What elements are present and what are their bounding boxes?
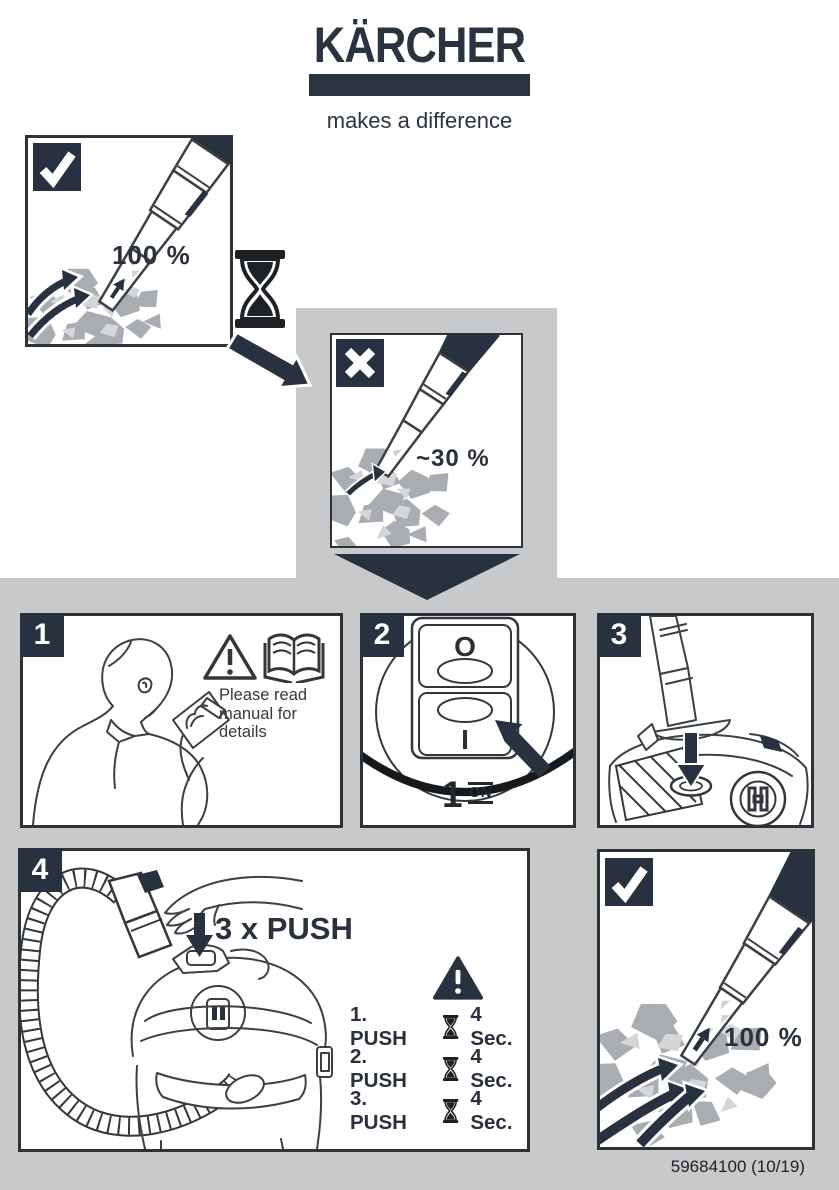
brand-tagline: makes a difference: [326, 108, 513, 133]
panel-step-1: 1 Please read manual for details: [20, 613, 343, 828]
push-sequence-list: 1. PUSH 4 Sec. 2. PUSH 4 Sec.: [350, 1003, 527, 1137]
push-duration-label: 4 Sec.: [470, 1045, 513, 1092]
step-number-badge: 2: [360, 613, 404, 657]
reading-person-illustration: [32, 638, 230, 825]
push-arrow-icon: [186, 913, 213, 957]
panel-full-suction-result: 100 %: [597, 849, 815, 1150]
suction-arrows: [600, 1054, 710, 1147]
check-icon: [605, 858, 653, 906]
brand-header: KÄRCHER makes a difference: [0, 17, 839, 133]
suction-arrows: [28, 266, 94, 341]
panel-step-2: O I 2 1 ON: [360, 613, 576, 828]
on-label: ON: [467, 782, 494, 804]
hand-illustration: [164, 875, 303, 935]
push-row: 3. PUSH 4 Sec.: [350, 1087, 527, 1134]
step-number-badge: 3: [597, 613, 641, 657]
switch-off-label: O: [454, 631, 476, 662]
push-duration-label: 4 Sec.: [470, 1003, 513, 1050]
hourglass-icon: [443, 1099, 459, 1123]
vacuum-push-illustration: [21, 867, 333, 1149]
push-step-label: 2. PUSH: [350, 1045, 407, 1092]
nozzle-illustration: [679, 852, 812, 1067]
hose-connector-illustration: [107, 870, 173, 959]
push-count-label: 3 x PUSH: [215, 911, 353, 946]
suction-value: 100 %: [724, 1022, 803, 1052]
push-duration-label: 4 Sec.: [470, 1087, 513, 1134]
panel-step-4: 4 3 x PUSH 1. PUSH 4 Sec. 2. PUSH: [18, 848, 530, 1152]
restored-suction-illustration: [600, 852, 812, 1147]
panel-step-3: 3: [597, 613, 814, 828]
press-arrow-icon: [674, 731, 708, 790]
suction-value: ~30 %: [416, 445, 490, 472]
manual-book-icon: [263, 633, 325, 683]
push-row: 2. PUSH 4 Sec.: [350, 1045, 527, 1092]
hourglass-icon: [443, 1015, 459, 1039]
suction-value: 100 %: [112, 240, 191, 270]
step-number-badge: 4: [18, 848, 62, 892]
arrow-down-right-icon: [224, 332, 313, 390]
nozzle-illustration: [374, 335, 500, 479]
panel-full-suction-before: 100 %: [25, 135, 233, 347]
manual-note: Please read manual for details: [219, 686, 308, 741]
karcher-logo-wordmark: KÄRCHER: [313, 17, 526, 73]
step-number-badge: 1: [20, 613, 64, 657]
push-step-label: 3. PUSH: [350, 1087, 407, 1134]
panel-reduced-suction: ~30 %: [330, 333, 523, 548]
vacuum-top-illustration: [608, 616, 809, 825]
power-switch-illustration: O I: [363, 616, 573, 802]
switch-on-caption: 1 ON: [442, 774, 494, 815]
debris-illustration: [28, 268, 161, 344]
nozzle-illustration: [97, 138, 230, 313]
press-arrow-icon: [495, 720, 551, 778]
push-step-label: 1. PUSH: [350, 1003, 407, 1050]
clogged-nozzle-illustration: [332, 335, 500, 546]
check-icon: [33, 143, 81, 191]
hourglass-icon: [235, 250, 285, 328]
warning-icon: [433, 956, 483, 1000]
on-count: 1: [442, 774, 463, 815]
push-row: 1. PUSH 4 Sec.: [350, 1003, 527, 1050]
suction-nozzle-illustration: [28, 138, 230, 344]
chevron-down-icon: [334, 554, 520, 600]
vacuum-body-illustration: [130, 944, 333, 1149]
warning-icon: [203, 634, 257, 680]
part-number: 59684100 (10/19): [670, 1157, 805, 1176]
hourglass-icon: [443, 1057, 459, 1081]
switch-on-label: I: [461, 724, 469, 755]
x-icon: [336, 339, 384, 387]
logo-underline-bar: [309, 74, 530, 96]
